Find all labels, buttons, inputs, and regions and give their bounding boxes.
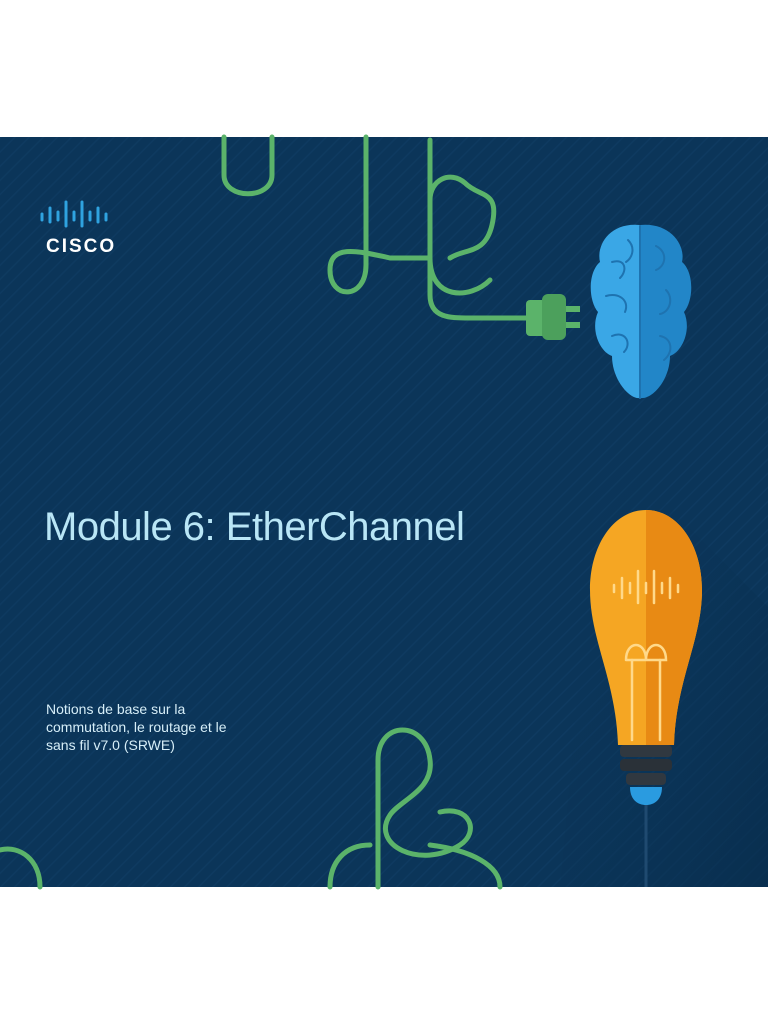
cisco-wordmark: CISCO: [46, 236, 117, 257]
page-title: Module 6: EtherChannel: [44, 505, 465, 549]
slide-subtitle: Notions de base sur la commutation, le r…: [46, 701, 227, 753]
